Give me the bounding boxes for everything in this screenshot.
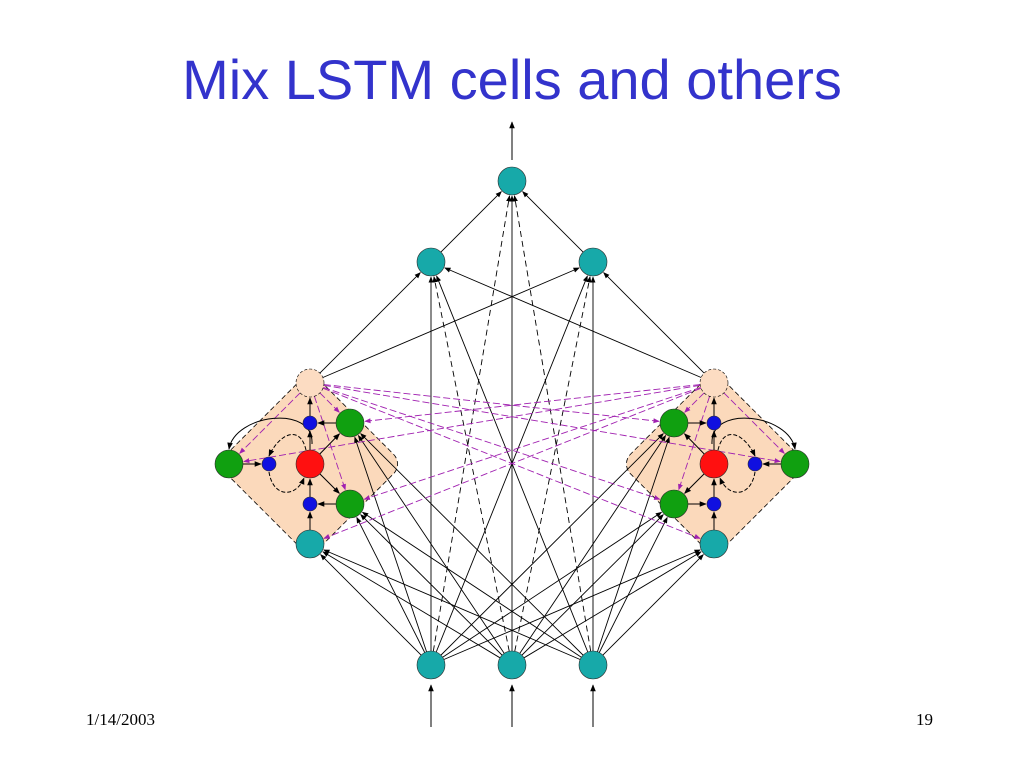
connection-edge <box>603 272 705 374</box>
peephole <box>319 473 340 494</box>
node-multiplier <box>747 456 763 472</box>
recurrent-connection <box>723 392 785 454</box>
node-multiplier <box>706 415 722 431</box>
connection-edge <box>521 514 664 656</box>
node-output-unit <box>497 166 527 196</box>
node-input-unit <box>578 650 608 680</box>
footer-date: 1/14/2003 <box>86 710 155 729</box>
node-hidden-unit <box>578 247 608 277</box>
node-cell-output <box>295 368 325 398</box>
connection-edge <box>357 434 505 654</box>
recurrent-connection <box>684 392 705 413</box>
node-input-unit <box>416 650 446 680</box>
node-multiplier <box>261 456 277 472</box>
connection-edge <box>442 511 663 658</box>
node-multiplier <box>706 496 722 512</box>
node-gate <box>780 449 810 479</box>
node-gate <box>335 489 365 519</box>
recurrent-connection <box>243 384 701 464</box>
connection-edge <box>360 514 503 656</box>
edges-layer <box>239 121 785 727</box>
recurrent-connection <box>239 392 301 454</box>
node-hidden-unit <box>416 247 446 277</box>
node-gate <box>659 408 689 438</box>
connection-edge <box>361 511 582 658</box>
node-input-unit <box>497 650 527 680</box>
peephole <box>684 473 705 494</box>
self-recurrent-loop <box>719 471 756 493</box>
connection-edge <box>440 191 502 253</box>
cell-to-gate-arc <box>711 417 797 450</box>
connection-edge <box>360 433 584 656</box>
recurrent-connection <box>319 392 340 413</box>
recurrent-connection <box>364 384 701 424</box>
peephole <box>683 433 705 455</box>
internal-connections-layer <box>227 397 797 530</box>
self-recurrent-loop <box>268 471 305 493</box>
connection-edge <box>320 554 422 656</box>
cell-to-gate-arc <box>227 417 313 450</box>
node-cell-input <box>699 529 729 559</box>
recurrent-connection <box>323 386 661 500</box>
peephole <box>319 433 341 455</box>
node-cell-state <box>295 449 325 479</box>
node-gate <box>335 408 365 438</box>
connection-edge <box>319 272 421 374</box>
page-number: 19 <box>916 710 933 729</box>
connection-edge <box>440 433 664 656</box>
nodes-layer <box>214 166 810 680</box>
node-gate <box>659 489 689 519</box>
node-cell-output <box>699 368 729 398</box>
recurrent-connection <box>363 386 701 500</box>
recurrent-connection <box>678 396 711 491</box>
connection-edge <box>444 267 702 378</box>
connection-edge <box>519 434 667 654</box>
recurrent-connection <box>323 384 660 424</box>
connection-edge <box>602 554 704 656</box>
node-multiplier <box>302 415 318 431</box>
recurrent-connection <box>313 396 346 491</box>
node-cell-state <box>699 449 729 479</box>
node-multiplier <box>302 496 318 512</box>
connection-edge <box>322 551 501 659</box>
connection-edge <box>522 191 584 253</box>
node-gate <box>214 449 244 479</box>
node-cell-input <box>295 529 325 559</box>
self-recurrent-loop <box>717 434 756 457</box>
connection-edge <box>523 551 702 659</box>
recurrent-connection <box>323 384 781 464</box>
recurrent-connection <box>323 387 702 539</box>
slide-title: Mix LSTM cells and others <box>182 48 842 111</box>
self-recurrent-loop <box>268 434 307 457</box>
connection-edge <box>598 516 668 653</box>
connection-edge <box>322 267 580 378</box>
connection-edge <box>356 516 426 653</box>
